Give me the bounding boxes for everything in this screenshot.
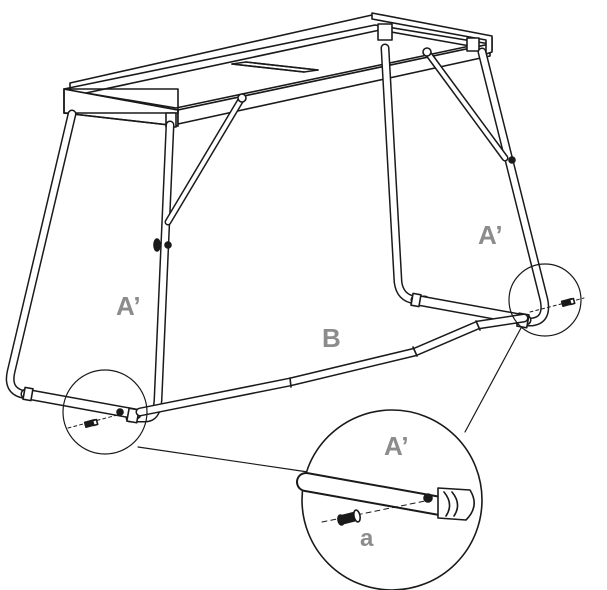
left-leg-label: A’: [116, 291, 141, 321]
right-leg-label: A’: [478, 220, 503, 250]
callout-line-right: [465, 328, 521, 432]
enlarged-detail: [302, 410, 482, 590]
bolt-icon: [337, 510, 361, 526]
crossbar-label: B: [322, 323, 341, 353]
top-frame: [64, 13, 492, 127]
right-leg: [385, 48, 545, 328]
left-leg: [10, 94, 246, 423]
detail-bolt-label: a: [360, 525, 374, 552]
crossbar: [140, 318, 524, 412]
bolt-icon: [85, 420, 98, 428]
right-detail-circle: [509, 264, 584, 336]
callout-line-left: [138, 447, 308, 472]
left-detail-circle: [63, 370, 147, 454]
bolt-icon: [562, 299, 575, 307]
detail-part-label: A’: [384, 431, 409, 461]
